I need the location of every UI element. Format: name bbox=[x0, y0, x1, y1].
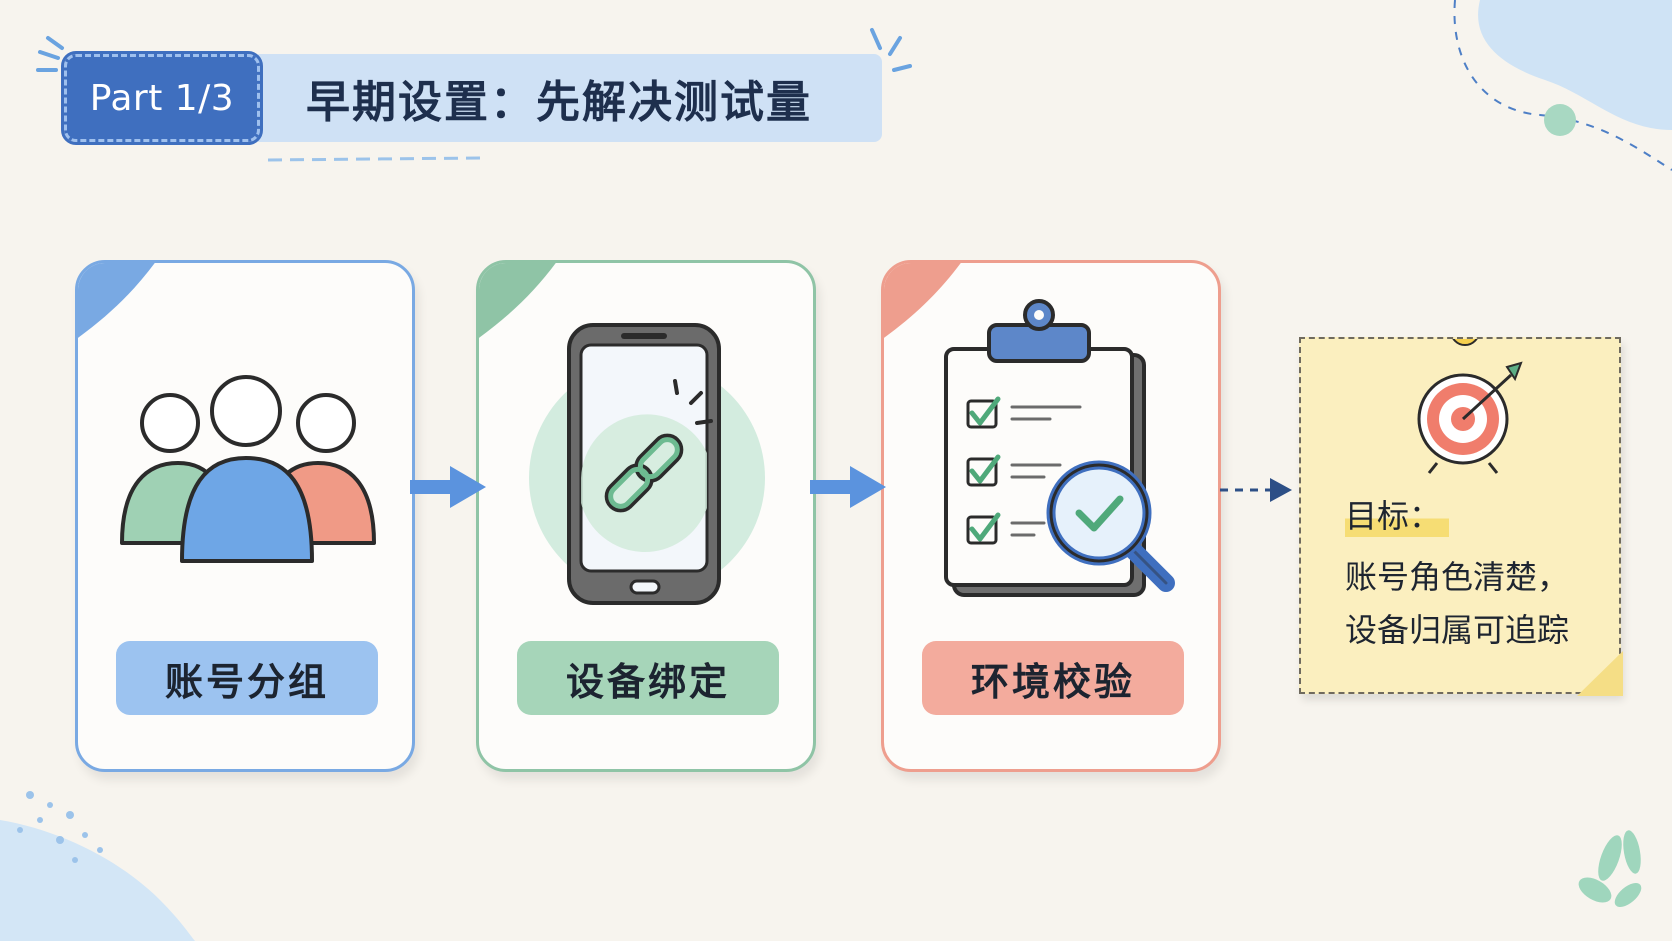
top-right-dot bbox=[1544, 104, 1576, 136]
step-label-bg: 环境校验 bbox=[922, 641, 1184, 715]
part-label: Part 1/3 bbox=[89, 77, 235, 119]
clipboard-check-icon bbox=[944, 299, 1175, 597]
folded-corner bbox=[1577, 651, 1623, 696]
goal-note: 目标： 账号角色清楚， 设备归属可追踪 bbox=[1299, 337, 1623, 696]
card-corner-tab bbox=[479, 263, 556, 338]
header-sparkle-right-icon bbox=[870, 28, 912, 72]
goal-line: 设备归属可追踪 bbox=[1345, 611, 1570, 649]
header-underline bbox=[267, 156, 481, 162]
step-label: 设备绑定 bbox=[565, 659, 730, 704]
top-right-dashed-curve bbox=[1453, 0, 1672, 171]
bottom-left-dots bbox=[17, 791, 103, 863]
goal-title: 目标： bbox=[1345, 491, 1450, 537]
step-label: 环境校验 bbox=[970, 659, 1135, 704]
page-title: 早期设置：先解决测试量 bbox=[306, 77, 812, 128]
bottom-right-leaves-icon bbox=[1578, 830, 1642, 907]
note-decoration bbox=[1417, 339, 1623, 696]
step-label-bg: 账号分组 bbox=[116, 641, 378, 715]
step-card-environment-check: 环境校验 bbox=[881, 260, 1221, 772]
people-group-icon bbox=[120, 375, 376, 563]
phone-link-icon bbox=[529, 323, 765, 605]
card-corner-tab bbox=[78, 263, 155, 338]
target-icon bbox=[1417, 361, 1523, 474]
header-sparkle-left-icon bbox=[36, 36, 64, 72]
part-badge: Part 1/3 bbox=[61, 51, 263, 145]
card-corner-tab bbox=[884, 263, 961, 338]
step-label-bg: 设备绑定 bbox=[517, 641, 779, 715]
top-right-blob bbox=[1478, 0, 1672, 130]
header-title-banner: 早期设置：先解决测试量 bbox=[252, 54, 882, 142]
step-card-account-grouping: 账号分组 bbox=[75, 260, 415, 772]
goal-line: 账号角色清楚， bbox=[1345, 558, 1570, 596]
bottom-left-blob bbox=[0, 820, 195, 941]
step-card-device-binding: 设备绑定 bbox=[476, 260, 816, 772]
pushpin-icon bbox=[1452, 339, 1478, 346]
step-label: 账号分组 bbox=[164, 659, 329, 704]
